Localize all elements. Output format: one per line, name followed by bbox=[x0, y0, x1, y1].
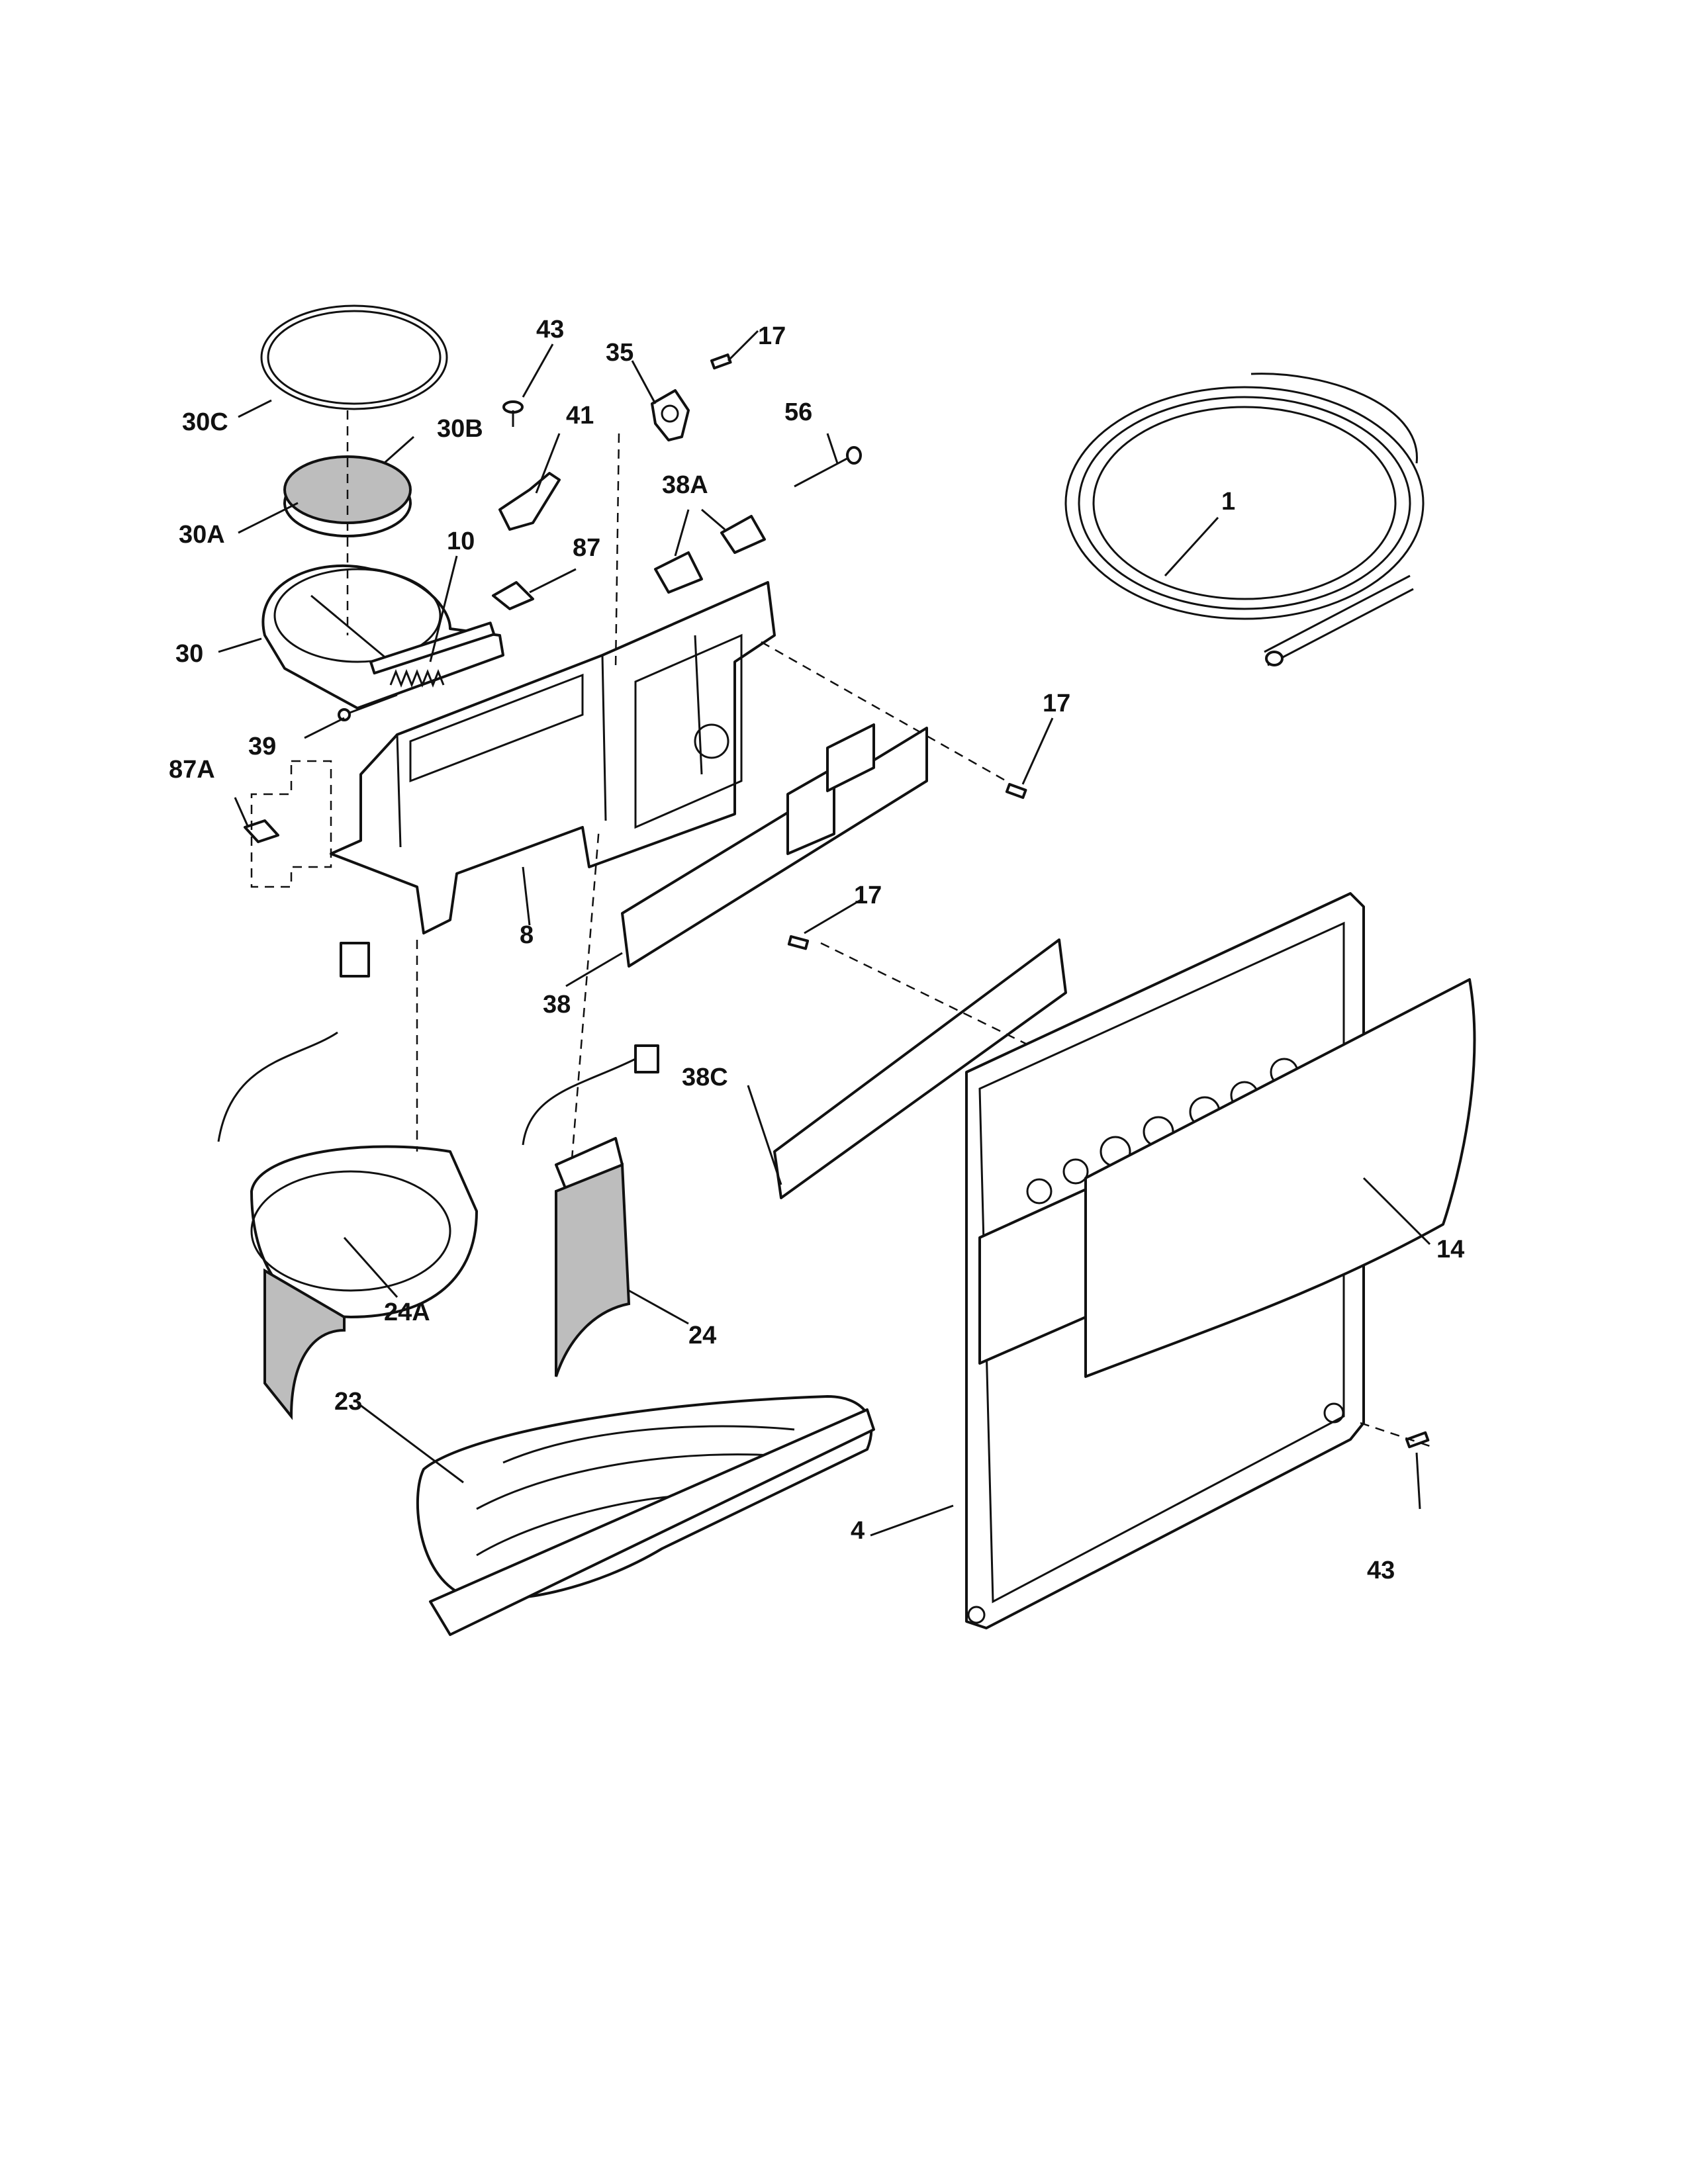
part-41-bracket bbox=[498, 472, 561, 531]
leader-lines bbox=[218, 330, 1431, 1537]
part-39-pin bbox=[338, 694, 398, 721]
part-24a-chute bbox=[217, 942, 478, 1420]
part-43-screw-bottom bbox=[1405, 1431, 1430, 1449]
part-38-control-board bbox=[621, 723, 928, 968]
part-17-screw-mid bbox=[1005, 783, 1027, 799]
part-10-spring bbox=[389, 668, 445, 688]
label-38c: 38C bbox=[682, 1064, 728, 1091]
part-38a-switches bbox=[654, 515, 766, 594]
label-38: 38 bbox=[543, 991, 571, 1019]
label-30c: 30C bbox=[182, 408, 228, 436]
label-30: 30 bbox=[175, 640, 203, 668]
label-17-lower: 17 bbox=[854, 882, 882, 909]
label-4: 4 bbox=[851, 1517, 865, 1545]
part-8-housing bbox=[330, 581, 776, 934]
label-43-bottom: 43 bbox=[1367, 1557, 1395, 1584]
label-39: 39 bbox=[248, 733, 276, 760]
part-87-clip bbox=[492, 581, 534, 610]
part-56-screw bbox=[794, 446, 862, 488]
label-38a: 38A bbox=[662, 471, 708, 499]
label-1: 1 bbox=[1221, 488, 1235, 516]
part-23-drip-tray bbox=[416, 1395, 875, 1636]
part-30-chute-frame bbox=[261, 564, 504, 709]
label-35: 35 bbox=[606, 339, 633, 367]
label-14: 14 bbox=[1436, 1236, 1464, 1263]
part-87a-clip bbox=[244, 819, 279, 843]
label-30b: 30B bbox=[437, 415, 483, 443]
label-8: 8 bbox=[520, 921, 534, 949]
part-1-tubing-coil bbox=[1064, 373, 1425, 666]
label-41: 41 bbox=[566, 402, 594, 430]
label-17-top: 17 bbox=[758, 322, 786, 350]
part-17-screw-lower bbox=[787, 934, 810, 950]
label-24a: 24A bbox=[384, 1298, 430, 1326]
part-30c-gasket bbox=[260, 304, 448, 410]
part-17-screw-top bbox=[710, 353, 732, 370]
label-10: 10 bbox=[447, 527, 475, 555]
part-35-switch bbox=[651, 389, 690, 441]
label-56: 56 bbox=[784, 398, 812, 426]
part-24-flap bbox=[522, 1044, 659, 1377]
label-87: 87 bbox=[573, 534, 600, 562]
part-43-screw-top bbox=[502, 400, 524, 427]
label-30a: 30A bbox=[179, 521, 225, 549]
label-23: 23 bbox=[334, 1388, 362, 1416]
label-17-mid: 17 bbox=[1043, 690, 1070, 717]
label-43-top: 43 bbox=[536, 316, 564, 343]
label-24: 24 bbox=[688, 1322, 716, 1349]
label-87a: 87A bbox=[169, 756, 215, 784]
callout-labels: 1 4 8 10 14 17 17 17 23 24 24A 30 30A 30… bbox=[169, 316, 1464, 1584]
part-38c-board bbox=[773, 938, 1067, 1199]
